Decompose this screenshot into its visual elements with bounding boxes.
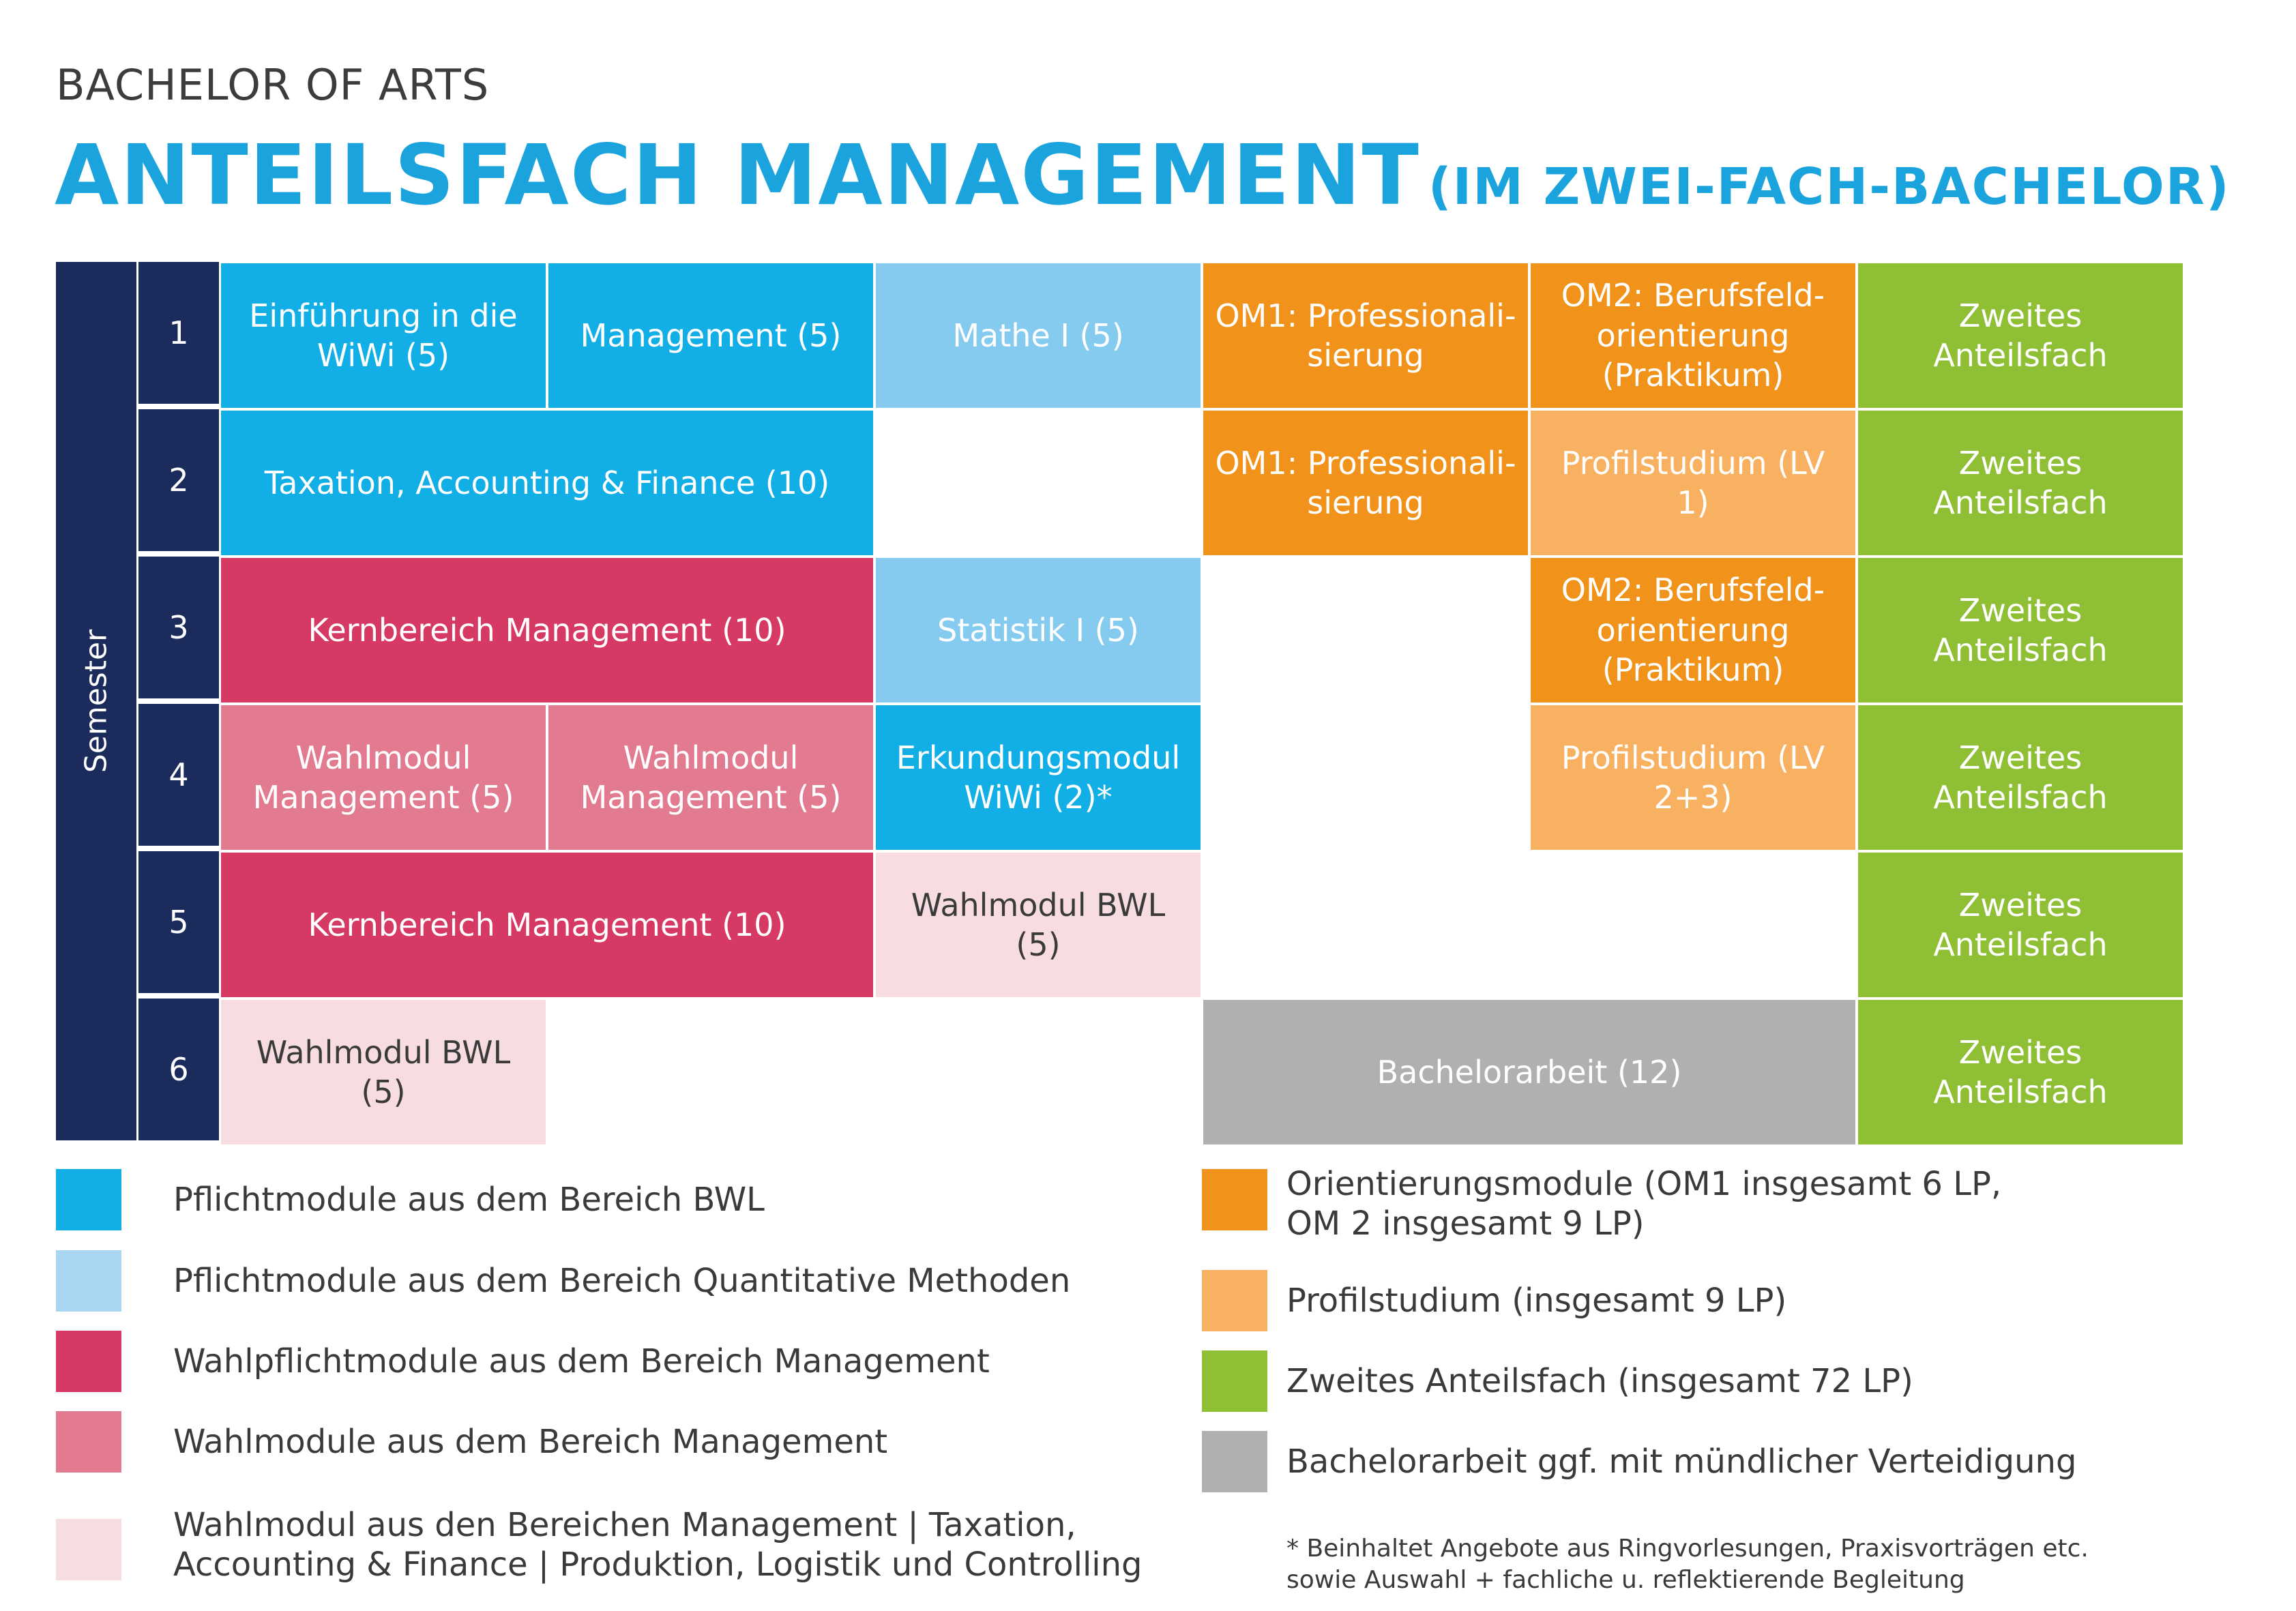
legend-label-line: Orientierungsmodule (OM1 insgesamt 6 LP, xyxy=(1286,1165,2002,1203)
module-management: Management (5) xyxy=(547,262,874,409)
module-kernbereich-s3: Kernbereich Management (10) xyxy=(220,557,874,704)
legend-label-zweites-anteilsfach: Zweites Anteilsfach (insgesamt 72 LP) xyxy=(1286,1362,1913,1400)
legend-swatch-zweites-anteilsfach xyxy=(1202,1350,1267,1412)
legend-label-line: Accounting & Finance | Produktion, Logis… xyxy=(173,1546,1143,1584)
module-om1-s2: OM1: Professionali-sierung xyxy=(1202,409,1529,557)
module-mathe-1: Mathe I (5) xyxy=(874,262,1202,409)
legend-label-wahl-bereiche: Wahlmodul aus den Bereichen Management |… xyxy=(173,1505,1143,1584)
module-taxation-accounting-finance: Taxation, Accounting & Finance (10) xyxy=(220,409,874,557)
footnote: * Beinhaltet Angebote aus Ringvorlesunge… xyxy=(1286,1533,2089,1596)
module-wahlmodul-management-1: Wahlmodul Management (5) xyxy=(220,704,547,851)
legend-label-wahl-management: Wahlmodule aus dem Bereich Management xyxy=(173,1423,888,1461)
legend-label-line: OM 2 insgesamt 9 LP) xyxy=(1286,1204,1645,1243)
page-title: ANTEILSFACH MANAGEMENT(IM ZWEI-FACH-BACH… xyxy=(55,127,2231,224)
legend-label-profilstudium: Profilstudium (insgesamt 9 LP) xyxy=(1286,1282,1787,1320)
module-zweites-s4: Zweites Anteilsfach xyxy=(1857,704,2184,851)
semester-axis: Semester xyxy=(56,262,136,1140)
title-subtitle: (IM ZWEI-FACH-BACHELOR) xyxy=(1428,158,2231,216)
module-statistik-1: Statistik I (5) xyxy=(874,557,1202,704)
legend-swatch-bachelorarbeit xyxy=(1202,1431,1267,1492)
legend-label-bachelorarbeit: Bachelorarbeit ggf. mit mündlicher Verte… xyxy=(1286,1443,2077,1481)
module-om1-s1: OM1: Professionali-sierung xyxy=(1202,262,1529,409)
legend-swatch-wahl-management xyxy=(56,1411,121,1473)
legend-swatch-orientierung xyxy=(1202,1169,1267,1230)
module-profilstudium-s2: Profilstudium (LV 1) xyxy=(1529,409,1857,557)
module-kernbereich-s5: Kernbereich Management (10) xyxy=(220,851,874,999)
legend-swatch-profilstudium xyxy=(1202,1270,1267,1331)
module-zweites-s3: Zweites Anteilsfach xyxy=(1857,557,2184,704)
module-om2-s1: OM2: Berufsfeld-orientierung (Praktikum) xyxy=(1529,262,1857,409)
legend-swatch-wahlpflicht-management xyxy=(56,1331,121,1392)
legend-label-pflicht-bwl: Pflichtmodule aus dem Bereich BWL xyxy=(173,1181,765,1219)
module-zweites-s2: Zweites Anteilsfach xyxy=(1857,409,2184,557)
legend-label-line: Wahlmodul aus den Bereichen Management |… xyxy=(173,1506,1076,1544)
module-profilstudium-s4: Profilstudium (LV 2+3) xyxy=(1529,704,1857,851)
footnote-line: * Beinhaltet Angebote aus Ringvorlesunge… xyxy=(1286,1535,2089,1563)
module-einfuehrung-wiwi: Einführung in die WiWi (5) xyxy=(220,262,547,409)
legend-label-orientierung: Orientierungsmodule (OM1 insgesamt 6 LP,… xyxy=(1286,1164,2001,1243)
legend-label-pflicht-quant: Pflichtmodule aus dem Bereich Quantitati… xyxy=(173,1262,1071,1300)
semester-number-5: 5 xyxy=(138,851,219,993)
module-wahlmodul-bwl-s6: Wahlmodul BWL (5) xyxy=(220,999,547,1146)
module-zweites-s5: Zweites Anteilsfach xyxy=(1857,851,2184,999)
module-om2-s3: OM2: Berufsfeld-orientierung (Praktikum) xyxy=(1529,557,1857,704)
semester-label: Semester xyxy=(78,629,114,773)
footnote-line: sowie Auswahl + fachliche u. reflektiere… xyxy=(1286,1566,1965,1594)
module-zweites-s1: Zweites Anteilsfach xyxy=(1857,262,2184,409)
module-bachelorarbeit: Bachelorarbeit (12) xyxy=(1202,999,1857,1146)
overline: BACHELOR OF ARTS xyxy=(56,60,490,110)
title-main: ANTEILSFACH MANAGEMENT xyxy=(55,127,1420,224)
semester-number-1: 1 xyxy=(138,262,219,404)
semester-number-4: 4 xyxy=(138,704,219,846)
semester-number-6: 6 xyxy=(138,999,219,1140)
legend-swatch-wahl-bereiche xyxy=(56,1519,121,1580)
module-wahlmodul-management-2: Wahlmodul Management (5) xyxy=(547,704,874,851)
semester-number-3: 3 xyxy=(138,557,219,698)
legend-label-wahlpflicht-management: Wahlpflichtmodule aus dem Bereich Manage… xyxy=(173,1342,990,1380)
legend-swatch-pflicht-bwl xyxy=(56,1169,121,1230)
module-erkundungsmodul: Erkundungsmodul WiWi (2)* xyxy=(874,704,1202,851)
module-zweites-s6: Zweites Anteilsfach xyxy=(1857,999,2184,1146)
legend-swatch-pflicht-quant xyxy=(56,1250,121,1312)
module-wahlmodul-bwl-s5: Wahlmodul BWL (5) xyxy=(874,851,1202,999)
semester-number-2: 2 xyxy=(138,409,219,551)
